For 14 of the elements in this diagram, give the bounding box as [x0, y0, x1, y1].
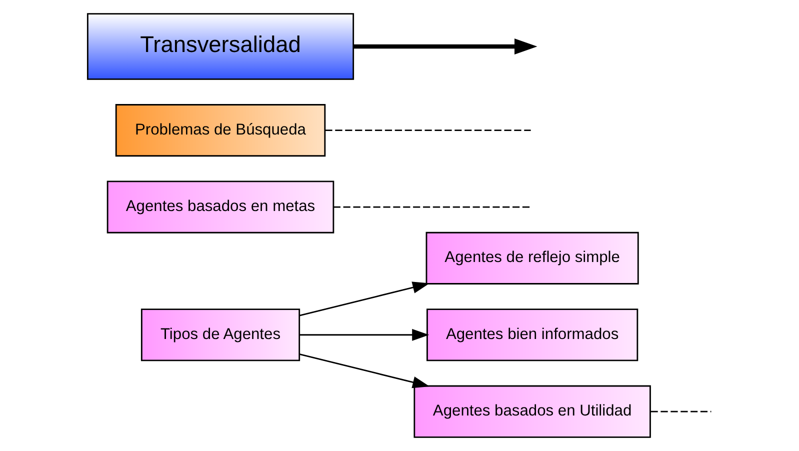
node-box: Agentes de reflejo simple [425, 232, 638, 284]
connector [650, 410, 711, 412]
node-box: Agentes bien informados [426, 308, 638, 362]
arrow [298, 353, 430, 388]
node-box: Agentes basados en metas [106, 180, 334, 234]
arrow [298, 282, 430, 316]
node-box: Transversalidad [86, 13, 354, 80]
arrow [298, 328, 429, 341]
node-box: Problemas de Búsqueda [114, 104, 326, 157]
connector [324, 130, 530, 132]
arrow [352, 38, 537, 54]
node-box: Tipos de Agentes [140, 308, 300, 362]
node-box: Agentes basados en Utilidad [413, 385, 650, 438]
connector [332, 206, 530, 208]
